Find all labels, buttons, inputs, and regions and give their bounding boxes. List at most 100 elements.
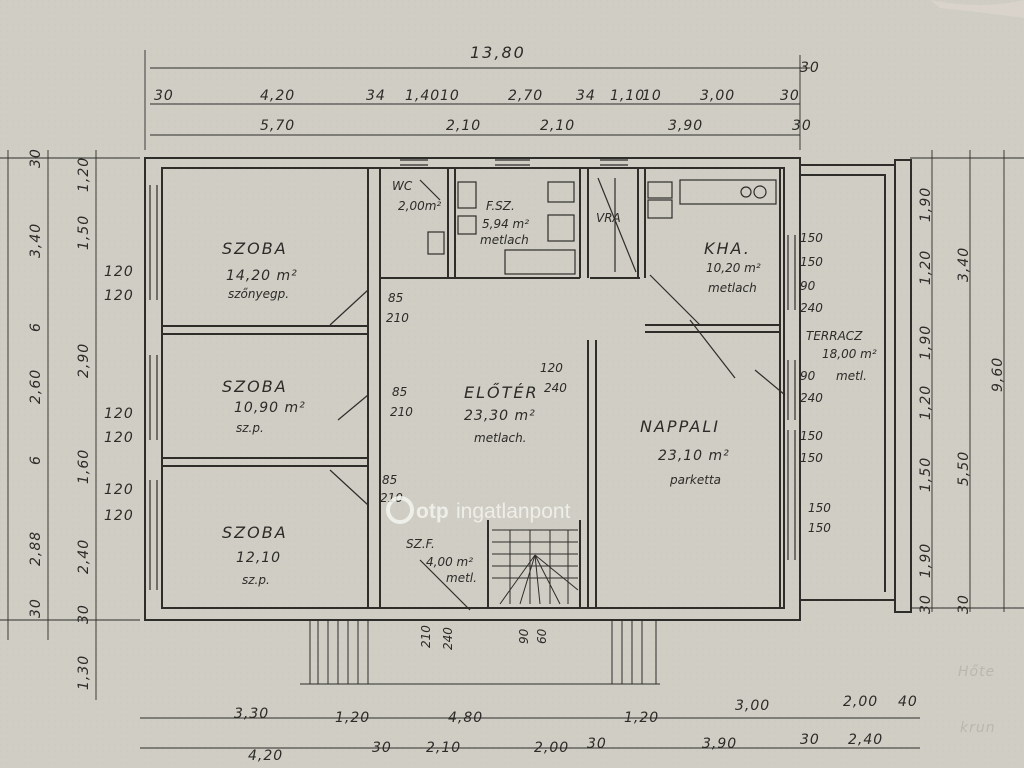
top-dim-8: 1,10	[610, 88, 645, 104]
bottom-dim-4: 1,20	[624, 710, 659, 726]
top-dim-11: 30	[780, 88, 800, 104]
left-outer-7: 30	[28, 598, 44, 618]
window-width: 120	[104, 406, 134, 422]
bottom-dim2-6: 3,90	[702, 736, 737, 752]
bottom-dim-2: 1,20	[335, 710, 370, 726]
window-width: 120	[104, 264, 134, 280]
left-outer-6: 2,88	[28, 531, 44, 566]
bottom-dim2-1: 4,20	[248, 748, 283, 764]
top-dim-1: 30	[154, 88, 174, 104]
room-name: SZOBA	[222, 377, 288, 396]
bottom-dim-1: 3,30	[234, 706, 269, 722]
bottom-dim2-7: 30	[800, 732, 820, 748]
right-mid-3: 30	[956, 594, 972, 614]
room-area: 2,00m²	[398, 199, 441, 213]
room-floor: metlach	[480, 233, 529, 247]
room-floor: metl.	[446, 571, 477, 585]
door-height: 210	[386, 311, 409, 325]
left-windows	[149, 185, 158, 590]
room-area: 10,20 m²	[706, 261, 761, 275]
room-name: SZOBA	[222, 523, 288, 542]
left-outer-8: 1,30	[76, 655, 92, 690]
door-height: 240	[800, 391, 823, 405]
left-dimensions: 30 3,40 6 2,60 6 2,88 30 1,30 1,20 1,50 …	[28, 148, 92, 690]
top-dim-3: 34	[366, 88, 386, 104]
room-name: TERRACZ	[806, 329, 863, 343]
room-floor: sz.p.	[242, 573, 270, 587]
bathroom-fixtures	[427, 177, 777, 275]
interior-walls	[162, 168, 781, 608]
room-area: 23,30 m²	[464, 408, 536, 424]
room-living: NAPPALI 23,10 m² parketta	[640, 417, 730, 487]
overall-width: 13,80	[470, 43, 526, 62]
bottom-dim-6: 2,00	[843, 694, 878, 710]
top-dim-5: 10	[440, 88, 460, 104]
room-floor: sz.p.	[236, 421, 264, 435]
left-outer-5: 6	[28, 455, 44, 465]
room-area: 23,10 m²	[658, 448, 730, 464]
top-dim-end: 30	[800, 60, 820, 76]
room-terrace: TERRACZ 18,00 m² metl.	[806, 329, 877, 383]
room-name: SZOBA	[222, 239, 288, 258]
left-inner-2: 1,50	[76, 215, 92, 250]
window-width: 120	[104, 482, 134, 498]
left-outer-2: 3,40	[28, 223, 44, 258]
room-floor: metl.	[836, 369, 867, 383]
right-inner-6: 1,90	[918, 543, 934, 578]
window-width: 150	[808, 501, 831, 515]
right-windows	[787, 235, 796, 560]
right-inner-7: 30	[918, 594, 934, 614]
staircase	[492, 529, 579, 605]
door-width: 60	[535, 628, 549, 644]
door-height: 240	[441, 627, 455, 650]
room-name: NAPPALI	[640, 417, 720, 436]
door-swings	[329, 179, 786, 611]
top-dim-7: 34	[576, 88, 596, 104]
right-inner-4: 1,20	[918, 385, 934, 420]
watermark-brand: otp	[416, 500, 449, 523]
room-name: KHA.	[704, 239, 751, 258]
room-bedroom-1: SZOBA 14,20 m² szőnyegp.	[222, 239, 297, 301]
right-inner-3: 1,90	[918, 325, 934, 360]
top-dim-6: 2,70	[508, 88, 543, 104]
window-width: 90	[800, 279, 816, 293]
top-dim-2: 4,20	[260, 88, 295, 104]
bottom-dim-5: 3,00	[735, 698, 770, 714]
room-kitchen: KHA. 10,20 m² metlach	[704, 239, 761, 295]
room-area: 12,10	[236, 550, 281, 566]
bottom-dim2-4: 2,00	[534, 740, 569, 756]
room-area: 10,90 m²	[234, 400, 306, 416]
door-height: 210	[390, 405, 413, 419]
top-windows	[400, 159, 628, 166]
right-mid-2: 5,50	[956, 451, 972, 486]
left-outer-4: 2,60	[28, 369, 44, 404]
right-inner-2: 1,20	[918, 250, 934, 285]
left-inner-4: 1,60	[76, 449, 92, 484]
top-dim2-1: 5,70	[260, 118, 295, 134]
watermark-text: ingatlanpont	[456, 500, 571, 523]
top-dim2-2: 2,10	[446, 118, 481, 134]
room-storage: SZ.F. 4,00 m² metl.	[406, 537, 477, 585]
room-hall: ELŐTÉR 23,30 m² metlach.	[464, 382, 539, 445]
top-dimensions: 13,80 30 4,20 34 1,40 10 2,70 34 1,10 10…	[154, 43, 820, 134]
bottom-dim2-8: 2,40	[848, 732, 883, 748]
room-bedroom-2: SZOBA 10,90 m² sz.p.	[222, 377, 306, 435]
room-name: ELŐTÉR	[464, 382, 539, 402]
bottom-dim-3: 4,80	[448, 710, 483, 726]
right-inner-5: 1,50	[918, 457, 934, 492]
door-width: 85	[392, 385, 407, 399]
bottom-dim2-2: 30	[372, 740, 392, 756]
room-bedroom-3: SZOBA 12,10 sz.p.	[222, 523, 288, 587]
bottom-dimensions: 3,30 1,20 4,80 1,20 3,00 2,00 40 4,20 30…	[234, 694, 917, 764]
room-floor: parketta	[669, 473, 721, 487]
room-name: WC	[392, 179, 413, 193]
watermark: otp ingatlanpont	[386, 496, 571, 524]
room-area: 4,00 m²	[426, 555, 473, 569]
left-inner-5: 2,40	[76, 539, 92, 574]
paper-corner	[930, 0, 1024, 18]
room-floor: metlach	[708, 281, 757, 295]
entrance-steps-right	[611, 619, 657, 685]
